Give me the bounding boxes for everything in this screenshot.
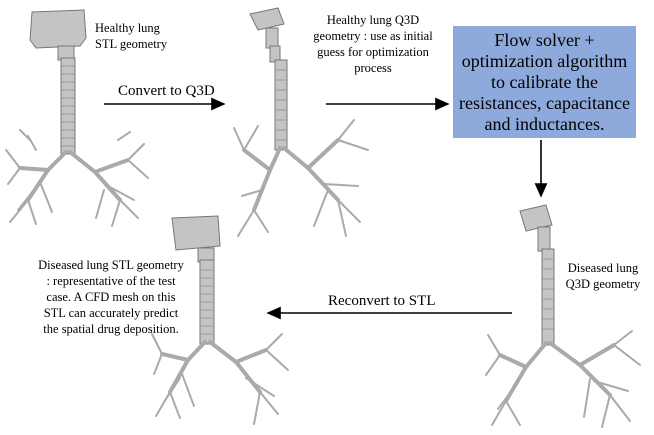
healthy-q3d-label: Healthy lung Q3D geometry : use as initi… bbox=[313, 13, 433, 75]
healthy-lung-stl-illustration bbox=[5, 9, 149, 227]
diseased-lung-q3d-illustration bbox=[485, 204, 641, 428]
solver-box: Flow solver + optimization algorithm to … bbox=[453, 26, 636, 138]
convert-arrow-label: Convert to Q3D bbox=[118, 83, 215, 99]
diseased-q3d-label: Diseased lung Q3D geometry bbox=[565, 261, 641, 291]
diseased-stl-label: Diseased lung STL geometry : representat… bbox=[38, 258, 184, 336]
reconvert-arrow-label: Reconvert to STL bbox=[328, 293, 436, 309]
diseased-lung-stl-illustration bbox=[151, 215, 289, 425]
healthy-lung-q3d-illustration bbox=[233, 7, 369, 237]
healthy-stl-label: Healthy lung STL geometry bbox=[95, 21, 168, 51]
